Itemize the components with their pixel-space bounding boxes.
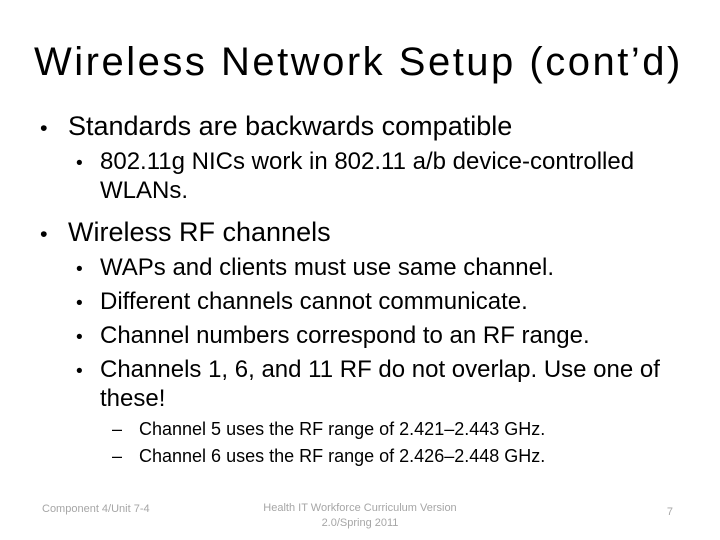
- bullet-marker: •: [76, 326, 83, 348]
- bullet-item-channel-numbers: • Channel numbers correspond to an RF ra…: [0, 322, 665, 351]
- footer-curriculum-line2: 2.0/Spring 2011: [321, 517, 399, 529]
- bullet-item-waps: • WAPs and clients must use same channel…: [0, 254, 665, 283]
- footer-curriculum-label: Health IT Workforce Curriculum Version 2…: [180, 501, 540, 531]
- bullet-item-channel-5-range: – Channel 5 uses the RF range of 2.421–2…: [0, 418, 665, 441]
- bullet-marker: •: [76, 259, 83, 281]
- bullet-text: Standards are backwards compatible: [68, 111, 513, 141]
- bullet-item-different-channels: • Different channels cannot communicate.: [0, 288, 665, 317]
- bullet-marker: •: [76, 293, 83, 315]
- bullet-text: Wireless RF channels: [68, 216, 331, 247]
- dash-marker: –: [112, 419, 123, 440]
- slide-body: • Standards are backwards compatible • 8…: [0, 100, 665, 471]
- bullet-item-no-overlap: • Channels 1, 6, and 11 RF do not overla…: [0, 356, 665, 414]
- bullet-text: Different channels cannot communicate.: [100, 288, 528, 316]
- dash-marker: –: [112, 445, 123, 466]
- bullet-marker: •: [40, 115, 48, 140]
- footer-page-number: 7: [666, 506, 673, 518]
- bullet-text: Channel 5 uses the RF range of 2.421–2.4…: [139, 419, 546, 440]
- bullet-marker: •: [76, 360, 83, 382]
- bullet-item-standards: • Standards are backwards compatible: [0, 110, 665, 142]
- bullet-item-rf-channels: • Wireless RF channels: [0, 216, 665, 248]
- bullet-text: Channels 1, 6, and 11 RF do not overlap.…: [100, 355, 660, 412]
- bullet-item-channel-6-range: – Channel 6 uses the RF range of 2.426–2…: [0, 445, 665, 468]
- bullet-marker: •: [76, 153, 83, 175]
- footer-component-label: Component 4/Unit 7-4: [42, 503, 150, 515]
- slide-title: Wireless Network Setup (cont’d): [34, 40, 683, 84]
- bullet-text: WAPs and clients must use same channel.: [100, 254, 554, 282]
- bullet-marker: •: [40, 220, 48, 246]
- bullet-text: Channel 6 uses the RF range of 2.426–2.4…: [139, 445, 546, 466]
- bullet-text: Channel numbers correspond to an RF rang…: [100, 321, 590, 349]
- bullet-text: 802.11g NICs work in 802.11 a/b device-c…: [100, 148, 635, 205]
- footer-curriculum-line1: Health IT Workforce Curriculum Version: [263, 502, 457, 514]
- bullet-item-nics: • 802.11g NICs work in 802.11 a/b device…: [0, 148, 665, 206]
